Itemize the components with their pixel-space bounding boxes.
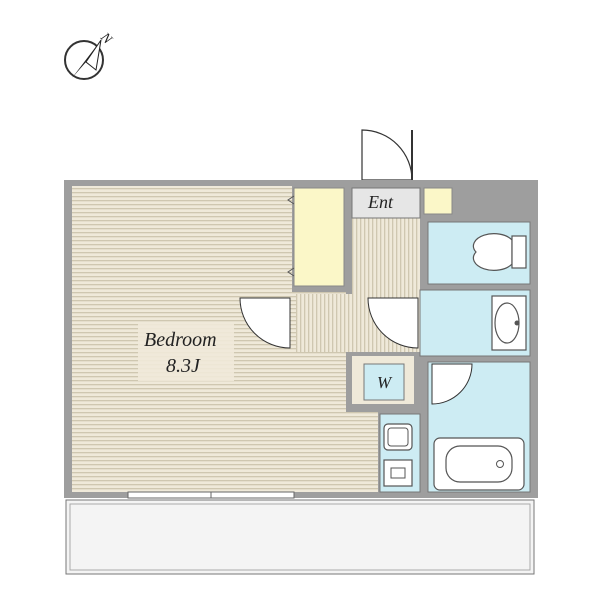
- bedroom-size: 8.3J: [166, 355, 201, 377]
- bedroom-door-swing: [239, 297, 291, 349]
- storage-closet: [293, 187, 345, 287]
- north-arrow-icon: N: [64, 30, 115, 80]
- hall-door-swing: [367, 297, 419, 349]
- shoe-cabinet: [423, 187, 453, 215]
- bedroom-label-bg: [138, 323, 234, 381]
- toilet-icon: [472, 233, 527, 271]
- sink-icon: [383, 423, 413, 451]
- balcony: [65, 499, 535, 575]
- entrance-floor: [351, 187, 421, 219]
- entrance-door: [361, 129, 413, 181]
- bedroom-label: Bedroom: [144, 329, 217, 351]
- corridor-floor: [296, 294, 352, 352]
- stove-icon: [383, 459, 413, 487]
- washbasin-icon: [491, 295, 527, 351]
- closet-label: W: [377, 373, 393, 392]
- bathtub-icon: [433, 437, 525, 491]
- entrance-label: Ent: [367, 192, 394, 212]
- bathroom-door-swing: [431, 363, 473, 405]
